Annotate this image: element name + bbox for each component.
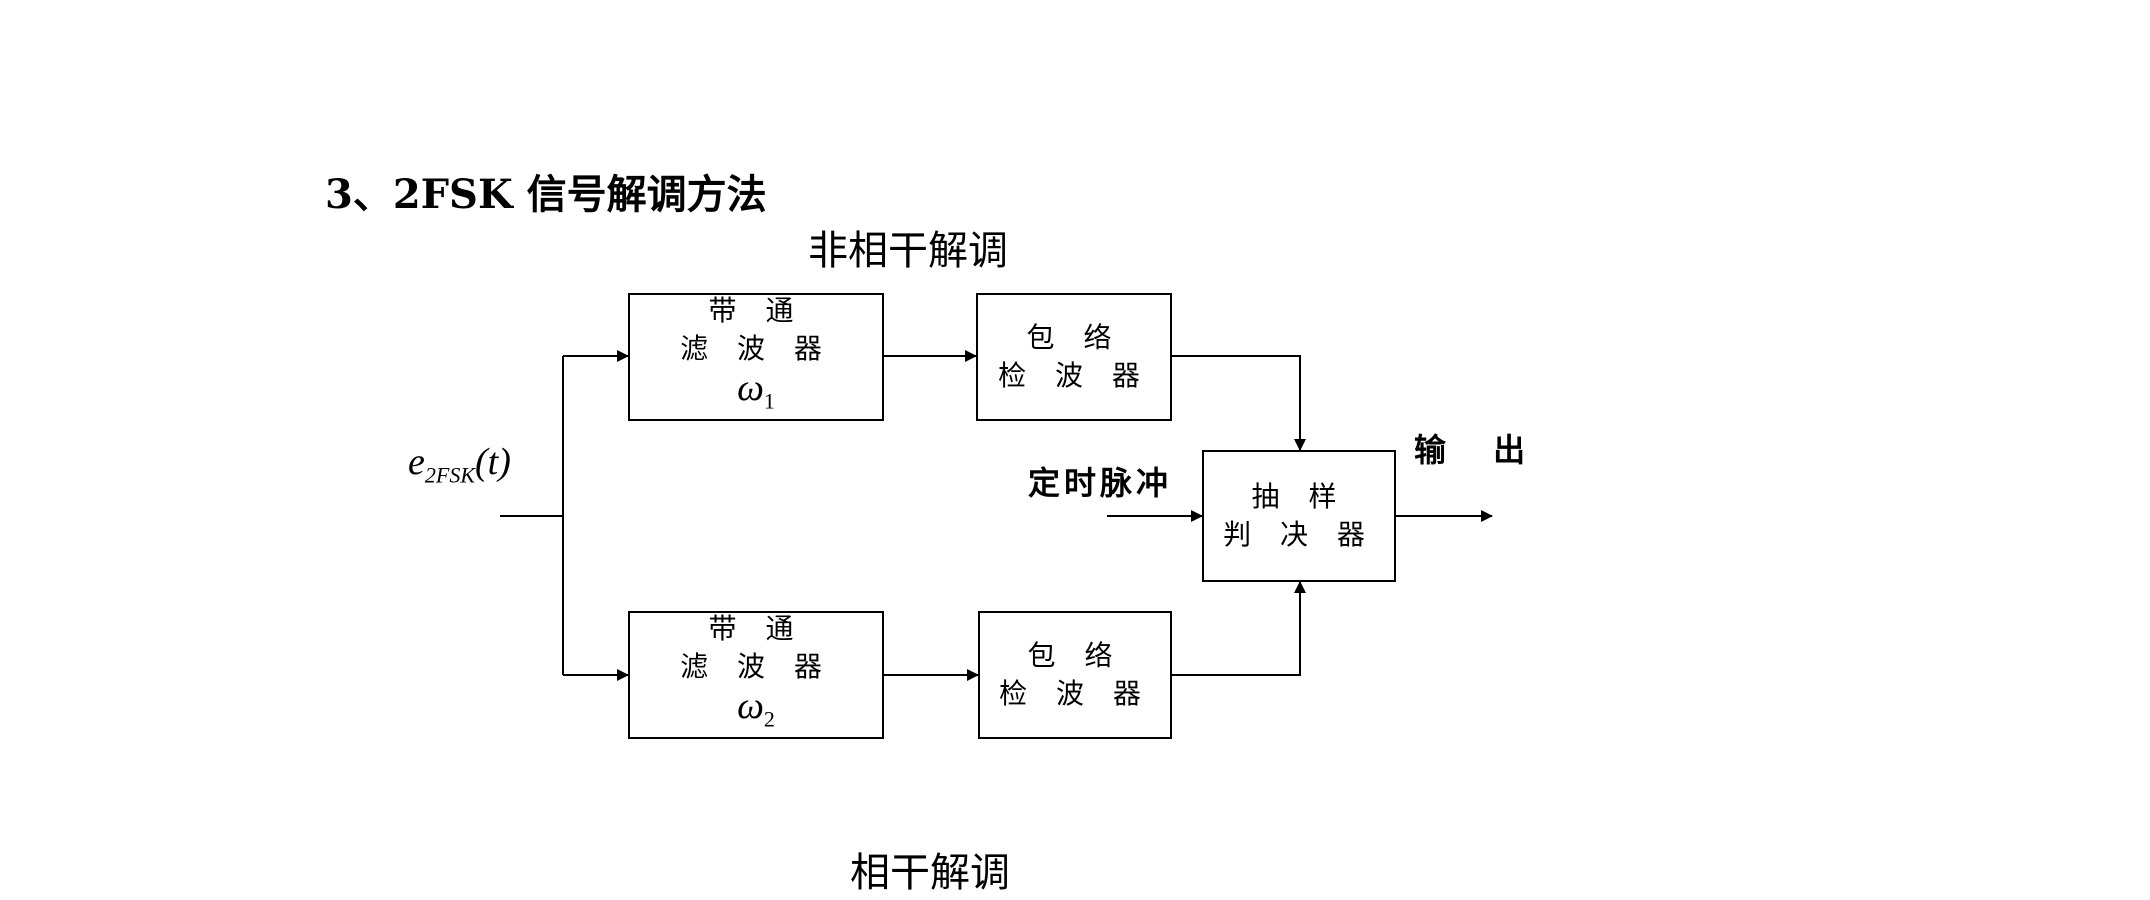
timing-pulse-label: 定时脉冲 xyxy=(1028,464,1173,502)
bpf1-line1: 带 通 xyxy=(708,294,804,328)
env2-line2: 检 波 器 xyxy=(999,677,1151,710)
input-signal-label: e2FSK(t) xyxy=(408,441,511,488)
noncoherent-title: 非相干解调 xyxy=(808,228,1008,274)
arrow-env1-decision xyxy=(1172,355,1306,451)
section-heading: 3、2FSK 信号解调方法 xyxy=(325,171,767,218)
bpf2-line1: 带 通 xyxy=(708,612,804,646)
env1-line1: 包 络 xyxy=(1026,321,1122,354)
output-label: 输 出 xyxy=(1414,431,1544,469)
envelope-detector-1: 包 络 检 波 器 xyxy=(976,293,1172,421)
bandpass-filter-1: 带 通 滤 波 器 ω1 xyxy=(628,293,884,421)
decision-line2: 判 决 器 xyxy=(1223,518,1375,551)
coherent-title: 相干解调 xyxy=(850,850,1010,896)
bpf2-omega: ω2 xyxy=(737,685,775,732)
sample-decision-block: 抽 样 判 决 器 xyxy=(1202,450,1396,582)
decision-line1: 抽 样 xyxy=(1251,480,1347,513)
bandpass-filter-2: 带 通 滤 波 器 ω2 xyxy=(628,611,884,739)
bpf1-line2: 滤 波 器 xyxy=(680,332,832,366)
env1-line2: 检 波 器 xyxy=(998,359,1150,392)
arrow-env2-decision xyxy=(1172,581,1306,676)
envelope-detector-2: 包 络 检 波 器 xyxy=(978,611,1172,739)
bpf2-line2: 滤 波 器 xyxy=(680,650,832,684)
bpf1-omega: ω1 xyxy=(737,367,775,414)
env2-line1: 包 络 xyxy=(1027,639,1123,672)
